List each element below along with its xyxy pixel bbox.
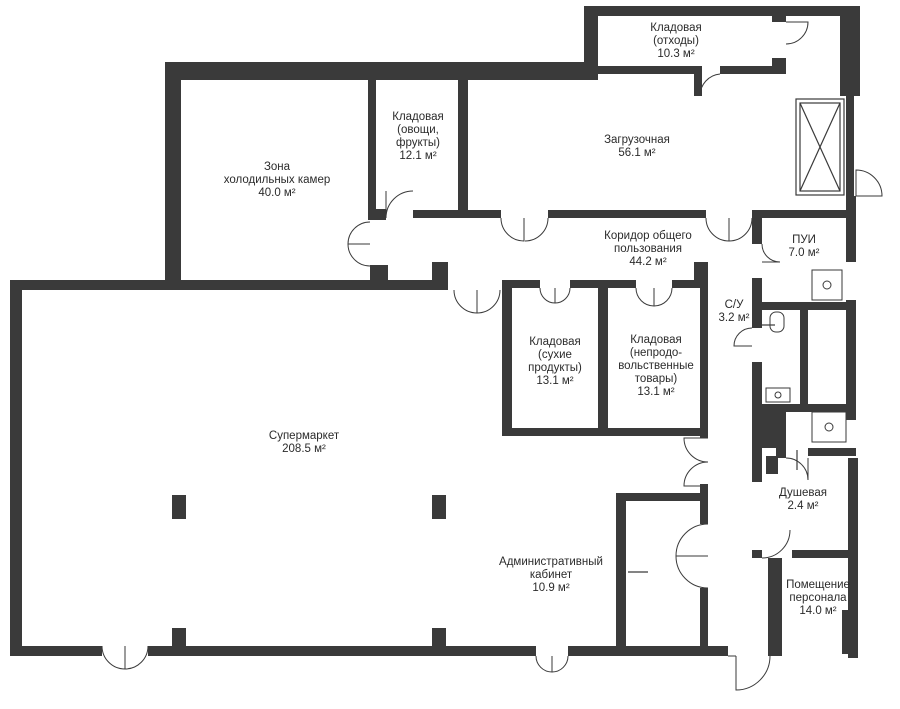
fixtures bbox=[628, 269, 847, 573]
room-label-cold-rooms: Зона холодильных камер 40.0 м² bbox=[223, 161, 331, 199]
room-label-cleaning: ПУИ 7.0 м² bbox=[788, 234, 820, 259]
room-label-supermarket: Супермаркет 208.5 м² bbox=[268, 430, 340, 455]
room-label-pantry-waste: Кладовая (отходы) 10.3 м² bbox=[650, 22, 702, 60]
room-label-pantry-vegetables: Кладовая (овощи, фрукты) 12.1 м² bbox=[392, 111, 444, 162]
room-label-pantry-nonfood: Кладовая (непродо- вольственные товары) … bbox=[618, 334, 694, 398]
room-label-staff-room: Помещение персонала 14.0 м² bbox=[786, 579, 850, 617]
walls bbox=[10, 6, 860, 658]
room-label-admin-office: Административный кабинет 10.9 м² bbox=[499, 556, 603, 594]
room-label-wc: С/У 3.2 м² bbox=[718, 299, 750, 324]
room-label-corridor: Коридор общего пользования 44.2 м² bbox=[604, 230, 692, 268]
room-label-shower: Душевая 2.4 м² bbox=[778, 487, 828, 512]
doors bbox=[101, 21, 883, 691]
room-label-loading: Загрузочная 56.1 м² bbox=[604, 134, 670, 159]
elevator-shaft bbox=[795, 98, 845, 196]
room-label-pantry-dry: Кладовая (сухие продукты) 13.1 м² bbox=[528, 336, 582, 387]
